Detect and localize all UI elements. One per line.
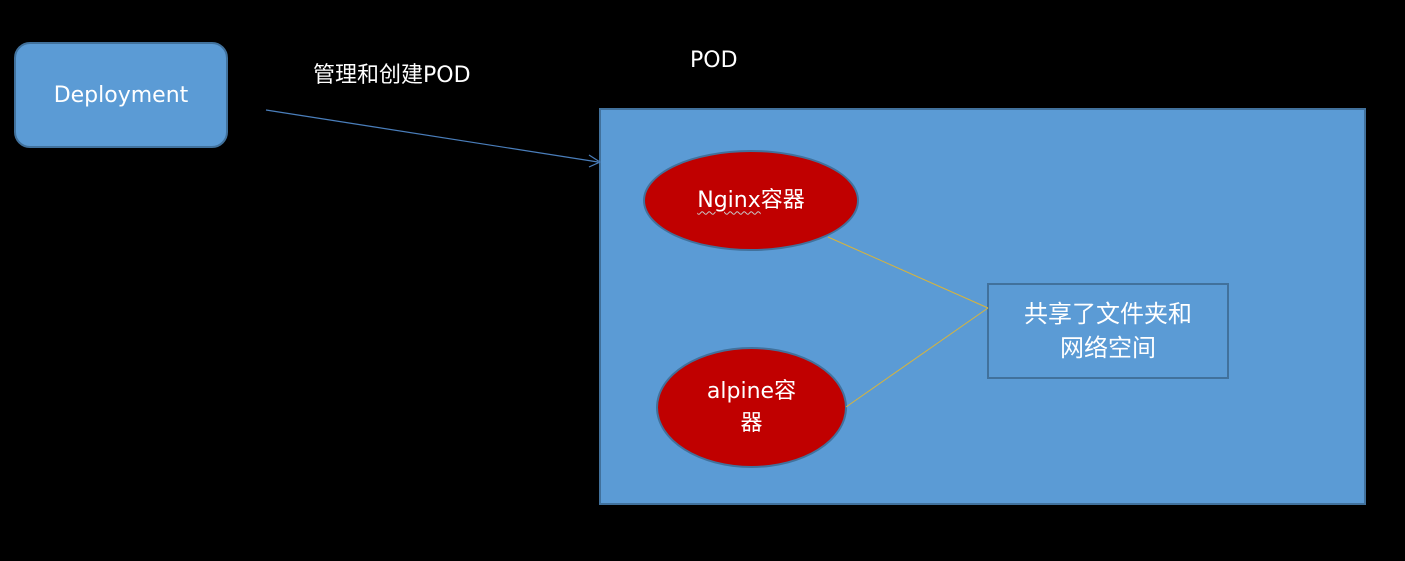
- deployment-to-pod-arrow: [265, 109, 599, 163]
- nginx-suffix: 容器: [760, 187, 805, 213]
- nginx-name: Nginx: [697, 187, 761, 213]
- shared-resources-node: 共享了文件夹和 网络空间: [987, 283, 1229, 379]
- pod-title: POD: [690, 48, 738, 73]
- alpine-label-line1: alpine容: [706, 378, 797, 404]
- alpine-label-line2: 器: [740, 410, 763, 436]
- deployment-node: Deployment: [14, 42, 228, 148]
- nginx-container-node: Nginx容器: [643, 150, 859, 251]
- arrow-label: 管理和创建POD: [313, 63, 471, 88]
- shared-label-line2: 网络空间: [1060, 334, 1156, 362]
- deployment-label: Deployment: [53, 82, 189, 108]
- shared-label-line1: 共享了文件夹和: [1024, 300, 1192, 328]
- alpine-container-node: alpine容 器: [656, 347, 847, 468]
